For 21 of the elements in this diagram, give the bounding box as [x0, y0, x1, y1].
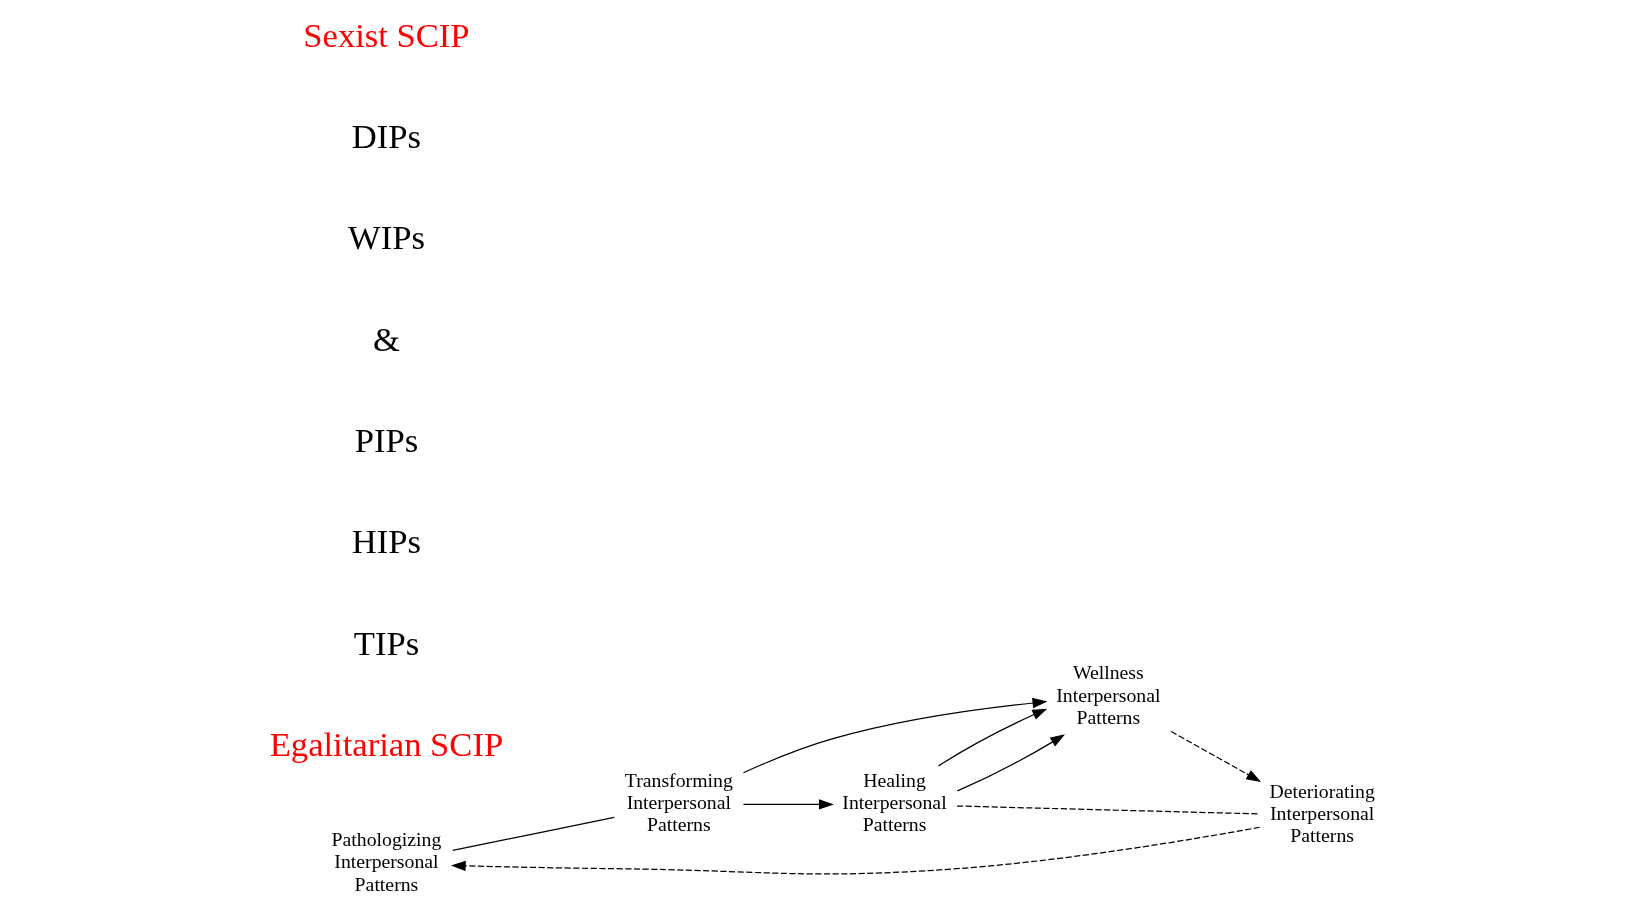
label: Egalitarian SCIP	[269, 724, 504, 763]
arrow	[956, 733, 1066, 791]
label: Sexist SCIP	[303, 15, 470, 54]
arrow	[742, 798, 834, 810]
arrow	[937, 708, 1048, 766]
arrow	[450, 826, 1261, 875]
connector	[956, 804, 1261, 815]
label: WIPs	[348, 217, 425, 256]
node-text: Pathologizing Interpersonal Patterns	[331, 827, 442, 895]
node-text: Wellness Interpersonal Patterns	[1056, 660, 1161, 728]
label: DIPs	[351, 116, 422, 155]
label: HIPs	[351, 521, 422, 560]
label: TIPs	[353, 623, 420, 662]
label: PIPs	[354, 420, 419, 459]
arrow	[742, 697, 1048, 773]
arrow	[1170, 730, 1262, 782]
node-text: Healing Interpersonal Patterns	[842, 768, 947, 835]
node-text: Transforming Interpersonal Patterns	[624, 768, 733, 835]
label: &	[373, 319, 400, 358]
node-text: Deteriorating Interpersonal Patterns	[1269, 779, 1375, 846]
connector	[452, 816, 615, 851]
